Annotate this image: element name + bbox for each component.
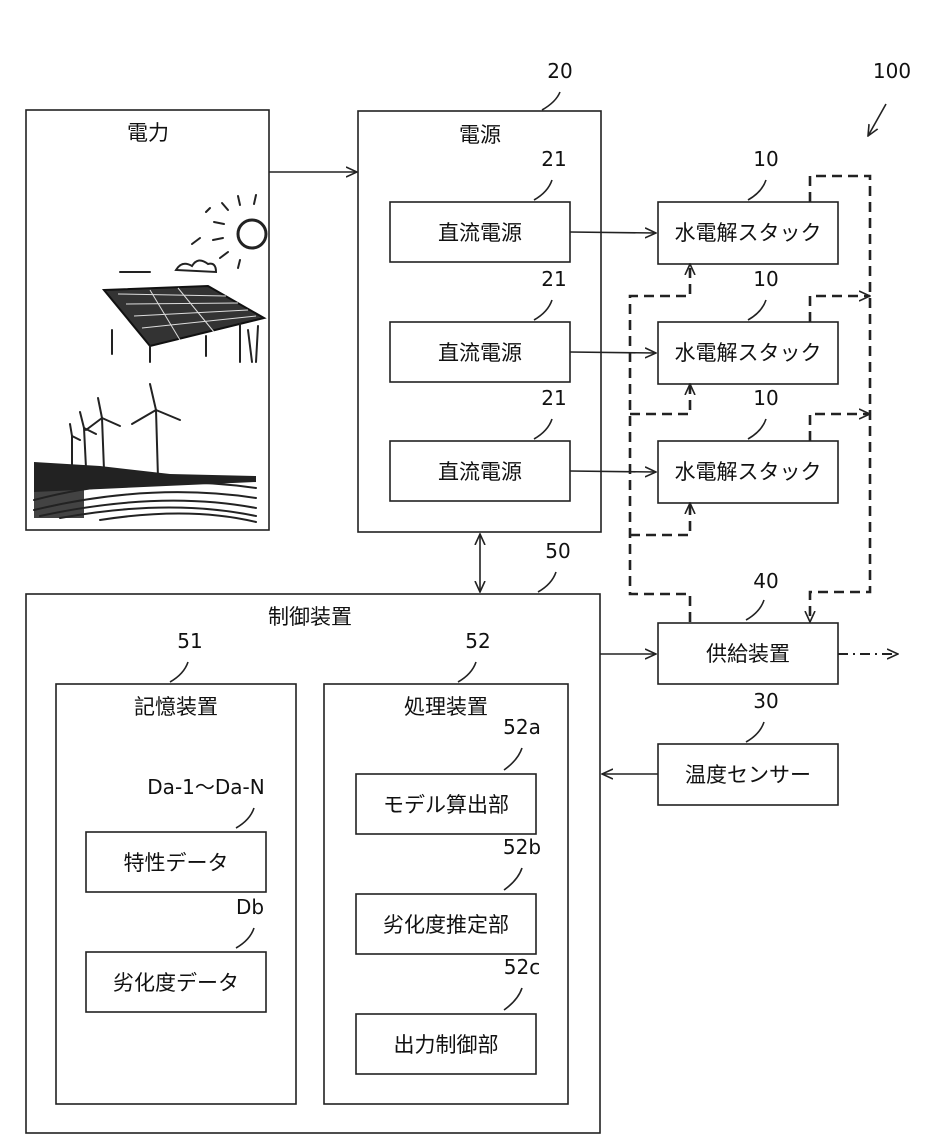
controller-label: 制御装置 <box>268 605 352 629</box>
processor-label: 処理装置 <box>404 695 488 719</box>
arrow-dc1-stack1 <box>570 232 656 233</box>
output-ctrl-label: 出力制御部 <box>394 1033 499 1057</box>
ref-system: 100 <box>873 59 911 83</box>
ref-model-calc: 52a <box>503 715 541 739</box>
ref-dc-power-3: 21 <box>541 386 566 410</box>
ref-storage: 51 <box>177 629 202 653</box>
model-calc-label: モデル算出部 <box>383 793 509 817</box>
power-source-label: 電源 <box>459 123 501 147</box>
arrow-dc3-stack3 <box>570 471 656 472</box>
ref-deg-data: Db <box>236 895 264 919</box>
leader-controller <box>538 572 556 592</box>
dc-power-3-label: 直流電源 <box>438 460 522 484</box>
sensor-label: 温度センサー <box>685 763 811 787</box>
leader-system <box>868 104 886 136</box>
electrolysis-stack-1: 水電解スタック 10 <box>658 147 838 264</box>
ref-dc-power-1: 21 <box>541 147 566 171</box>
ref-processor: 52 <box>465 629 490 653</box>
dc-power-1-label: 直流電源 <box>438 221 522 245</box>
degradation-est-label: 劣化度推定部 <box>383 913 509 937</box>
supply-label: 供給装置 <box>706 642 790 666</box>
ref-stack-2: 10 <box>753 267 778 291</box>
stack-3-label: 水電解スタック <box>675 460 822 484</box>
leader-supply <box>746 600 764 620</box>
ref-sensor: 30 <box>753 689 778 713</box>
stack-2-label: 水電解スタック <box>675 341 822 365</box>
ref-dc-power-2: 21 <box>541 267 566 291</box>
electrolysis-stack-3: 水電解スタック 10 <box>658 386 838 503</box>
deg-data-label: 劣化度データ <box>113 971 239 995</box>
stack-1-label: 水電解スタック <box>675 221 822 245</box>
ref-stack-1: 10 <box>753 147 778 171</box>
ref-power-source: 20 <box>547 59 572 83</box>
ref-degradation-est: 52b <box>503 835 541 859</box>
ref-stack-3: 10 <box>753 386 778 410</box>
dc-power-2-label: 直流電源 <box>438 341 522 365</box>
arrow-dc2-stack2 <box>570 352 656 353</box>
leader-power-source <box>542 92 560 110</box>
ref-supply: 40 <box>753 569 778 593</box>
storage-box <box>56 684 296 1104</box>
ref-controller: 50 <box>545 539 570 563</box>
leader-sensor <box>746 722 764 742</box>
ref-char-data: Da-1～Da-N <box>147 775 264 799</box>
electrolysis-stack-2: 水電解スタック 10 <box>658 267 838 384</box>
char-data-label: 特性データ <box>124 851 229 875</box>
storage-label: 記憶装置 <box>134 695 218 719</box>
power-label: 電力 <box>127 121 169 145</box>
ref-output-ctrl: 52c <box>504 955 540 979</box>
